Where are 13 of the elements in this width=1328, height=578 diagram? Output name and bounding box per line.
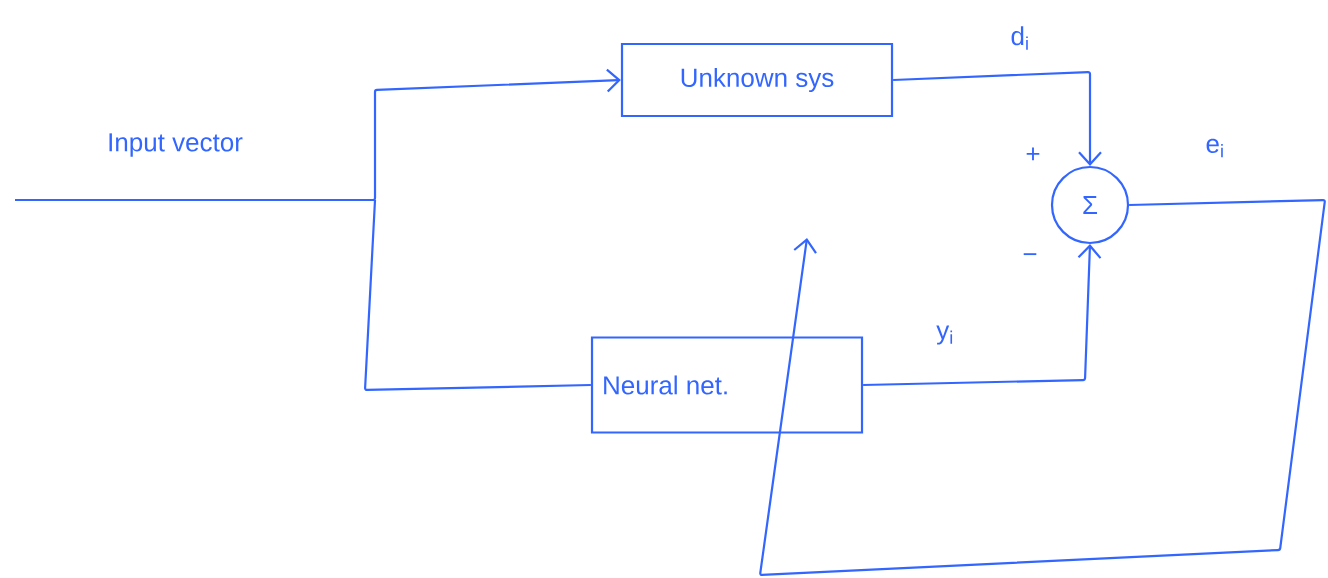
edge-label: y$_{i}$ (935, 324, 955, 346)
edge-label: d$_{i}$ (1009, 25, 1031, 51)
system-box: Unknown sys (620, 42, 894, 118)
summing-junction: Σ (1050, 165, 1130, 245)
edge-label: Input vector (106, 132, 244, 158)
arrow (863, 244, 1102, 387)
sign-label: + (1026, 147, 1040, 161)
arrow (759, 198, 1326, 576)
network-box: Neural net. (590, 336, 864, 434)
arrow (893, 71, 1102, 166)
sign-label: − (1023, 253, 1037, 256)
edge-label: e$_{i}$ (1204, 137, 1226, 159)
arrow (15, 68, 621, 202)
